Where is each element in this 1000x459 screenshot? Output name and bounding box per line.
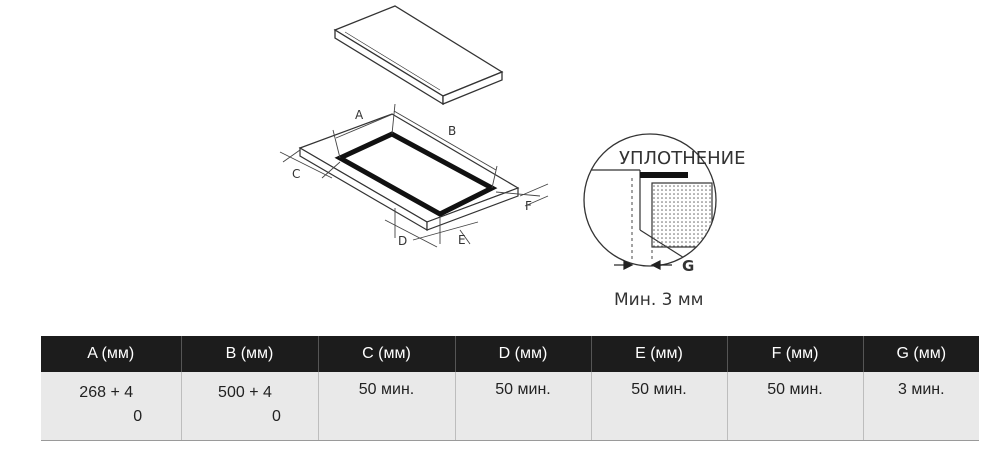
- seal-detail: [583, 133, 717, 267]
- dimensions-table: A (мм) B (мм) C (мм) D (мм) E (мм) F (мм…: [41, 336, 979, 441]
- dim-label-e: E: [458, 233, 466, 247]
- cell-e: 50 мин.: [590, 372, 727, 441]
- header-g: G (мм): [862, 336, 979, 372]
- seal-strip: [640, 172, 688, 178]
- dim-label-c: C: [292, 167, 300, 181]
- table-row: 268 + 4 0 500 + 4 0 50 мин. 50 мин. 50 м…: [41, 372, 979, 441]
- header-b: B (мм): [180, 336, 318, 372]
- installation-diagram: A B C D E F УПЛОТНЕНИЕ G Мин. 3 мм: [279, 5, 745, 310]
- cell-b: 500 + 4 0: [180, 372, 318, 441]
- dim-label-a: A: [355, 108, 364, 122]
- header-d: D (мм): [454, 336, 591, 372]
- dim-label-d: D: [398, 234, 407, 248]
- header-c: C (мм): [317, 336, 455, 372]
- cell-d: 50 мин.: [454, 372, 591, 441]
- cell-b-lower-tolerance: 0: [272, 408, 281, 425]
- dim-label-f: F: [525, 199, 532, 213]
- seal-caption: УПЛОТНЕНИЕ: [619, 148, 745, 169]
- cell-a: 268 + 4 0: [41, 372, 181, 441]
- cell-f: 50 мин.: [726, 372, 863, 441]
- header-f: F (мм): [726, 336, 863, 372]
- gap-label-g: G: [682, 257, 694, 275]
- gap-arrows: [614, 260, 672, 270]
- header-e: E (мм): [590, 336, 727, 372]
- cell-a-lower-tolerance: 0: [133, 408, 143, 425]
- cell-a-value: 268 + 4: [79, 384, 134, 401]
- header-a: A (мм): [41, 336, 181, 372]
- gap-caption: Мин. 3 мм: [614, 290, 704, 310]
- hob-illustration: [333, 5, 504, 106]
- worktop-illustration: [298, 113, 520, 232]
- dim-label-b: B: [448, 124, 456, 138]
- cell-c: 50 мин.: [317, 372, 455, 441]
- dimension-lines: [279, 103, 549, 248]
- table-header-row: A (мм) B (мм) C (мм) D (мм) E (мм) F (мм…: [41, 336, 979, 372]
- cell-g: 3 мин.: [862, 372, 979, 441]
- cell-b-value: 500 + 4: [218, 384, 272, 401]
